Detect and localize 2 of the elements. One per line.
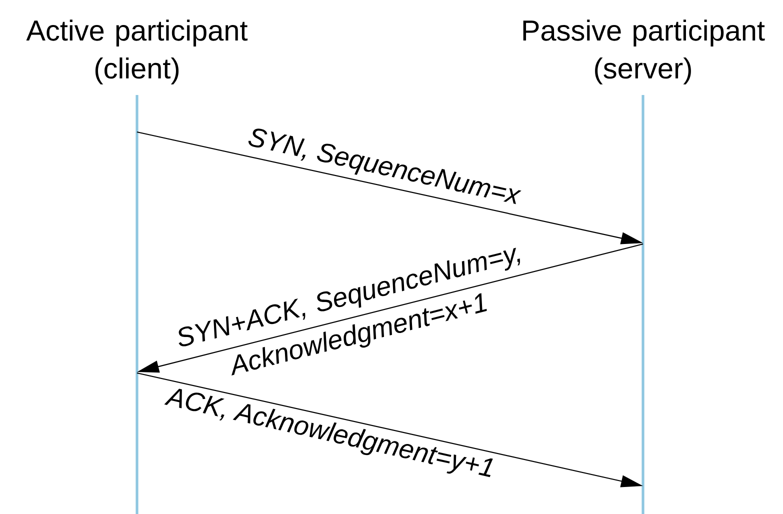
participant-label: Active participant (client)	[26, 20, 248, 84]
participant-label: Passive participant (server)	[523, 20, 765, 84]
